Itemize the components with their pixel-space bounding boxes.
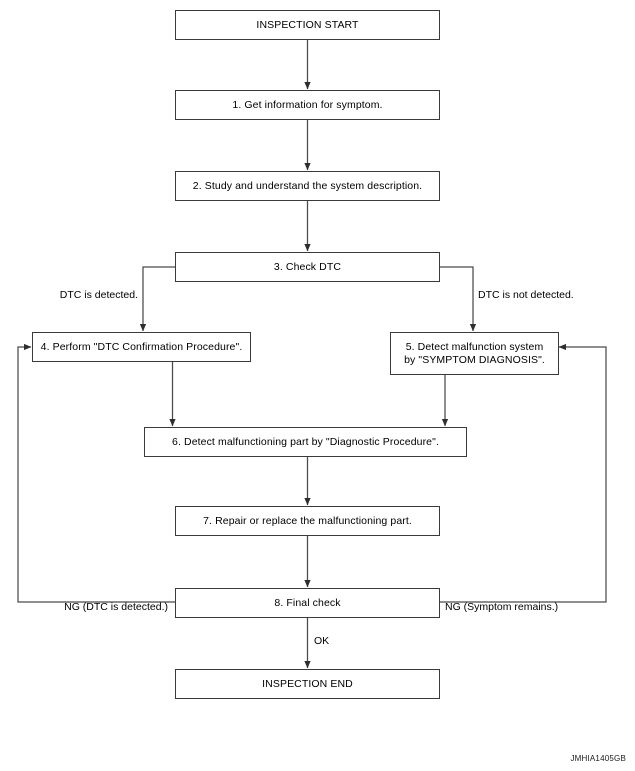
node-step-8-label: 8. Final check [274,596,341,609]
node-step-1: 1. Get information for symptom. [175,90,440,120]
edge-step3-to-step5 [440,266,477,332]
node-inspection-end-label: INSPECTION END [262,677,353,690]
node-step-4-label: 4. Perform "DTC Confirmation Procedure". [40,340,243,353]
edge-label-dtc-detected: DTC is detected. [59,289,138,301]
node-step-2-label: 2. Study and understand the system descr… [192,179,423,192]
node-step-2: 2. Study and understand the system descr… [175,171,440,201]
node-inspection-start: INSPECTION START [175,10,440,40]
node-step-3: 3. Check DTC [175,252,440,282]
edge-step3-to-step4 [139,266,175,332]
node-step-6: 6. Detect malfunctioning part by "Diagno… [144,427,467,457]
edge-step8-ng-to-step5 [440,343,607,603]
figure-code: JMHIA1405GB [570,754,626,763]
node-step-7: 7. Repair or replace the malfunctioning … [175,506,440,536]
node-step-7-label: 7. Repair or replace the malfunctioning … [203,514,412,527]
edge-step8-ng-to-step4 [17,343,175,603]
edge-label-ng-symptom-remains: NG (Symptom remains.) [445,601,559,613]
edge-label-ok: OK [314,635,330,647]
node-step-3-label: 3. Check DTC [273,260,342,273]
node-step-5: 5. Detect malfunction system by "SYMPTOM… [390,332,559,375]
edge-label-dtc-not-detected: DTC is not detected. [478,289,574,301]
node-inspection-start-label: INSPECTION START [256,18,359,31]
edge-label-ng-dtc-detected: NG (DTC is detected.) [64,601,168,613]
node-step-1-label: 1. Get information for symptom. [232,98,383,111]
node-step-4: 4. Perform "DTC Confirmation Procedure". [32,332,251,362]
node-step-8: 8. Final check [175,588,440,618]
node-step-5-label: 5. Detect malfunction system by "SYMPTOM… [404,340,545,366]
node-inspection-end: INSPECTION END [175,669,440,699]
node-step-6-label: 6. Detect malfunctioning part by "Diagno… [172,435,439,448]
